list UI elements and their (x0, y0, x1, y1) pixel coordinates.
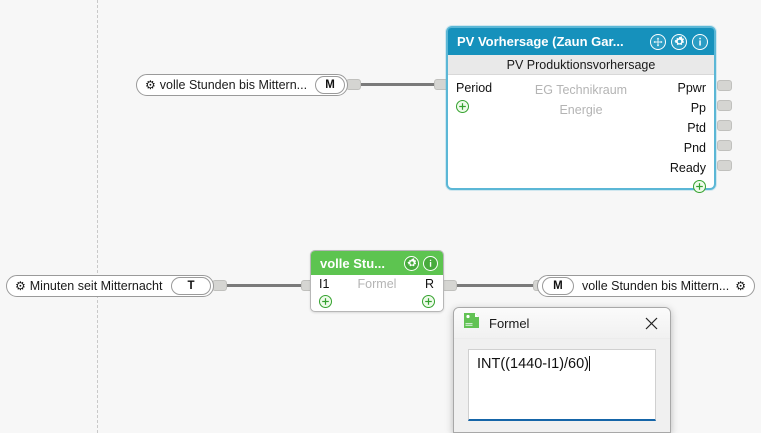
pill-volle-stunden-output[interactable]: M volle Stunden bis Mittern... ⚙ (537, 275, 755, 297)
node-center-text: EG Technikraum Energie (508, 80, 654, 120)
node-subtitle-pv: PV Produktionsvorhersage (448, 55, 714, 75)
node-center-line2: Energie (559, 103, 603, 117)
port-label-i1[interactable]: I1 (319, 277, 330, 291)
connection-wire-right (448, 284, 540, 287)
move-icon[interactable] (650, 33, 666, 50)
gear-icon[interactable]: ⚙ (735, 279, 746, 293)
pill-label-output: volle Stunden bis Mittern... (581, 279, 730, 293)
info-icon[interactable] (423, 255, 438, 271)
pill-label-minuten: Minuten seit Mitternacht (29, 279, 163, 293)
node-formel[interactable]: volle Stu... I1 Formel R (310, 250, 444, 312)
formula-value: INT((1440-I1)/60) (477, 356, 590, 372)
dialog-title: Formel (489, 315, 530, 331)
dialog-body: INT((1440-I1)/60) (454, 339, 670, 421)
alignment-guide-vertical (97, 0, 98, 433)
document-icon (463, 312, 480, 334)
gear-icon[interactable]: ⚙ (15, 279, 26, 293)
gear-icon[interactable] (404, 255, 419, 271)
add-input-plus-circle-icon[interactable] (456, 100, 469, 113)
output-stub-ppwr[interactable] (717, 80, 732, 91)
pill-port-m-source[interactable]: M (315, 76, 345, 94)
wire-stub-source-left[interactable] (212, 280, 227, 291)
add-output-plus-circle-icon[interactable] (693, 180, 706, 193)
node-pv-vorhersage[interactable]: PV Vorhersage (Zaun Gar... (446, 26, 716, 193)
gear-icon[interactable]: ⚙ (145, 78, 156, 92)
node-title-pv: PV Vorhersage (Zaun Gar... (457, 34, 624, 49)
formula-input[interactable]: INT((1440-I1)/60) (468, 349, 656, 421)
port-label-r[interactable]: R (424, 277, 434, 291)
port-label-pp[interactable]: Pp (690, 101, 706, 115)
dialog-formel[interactable]: Formel INT((1440-I1)/60) (453, 307, 671, 433)
close-icon[interactable] (636, 309, 666, 337)
add-output-plus-circle-icon-formel[interactable] (422, 295, 435, 308)
connection-wire-top (352, 83, 440, 86)
output-stub-ptd[interactable] (717, 120, 732, 131)
node-body-formel: I1 Formel R (311, 275, 443, 309)
connection-wire-left (218, 284, 308, 287)
node-label-formel: Formel (357, 277, 397, 291)
add-input-plus-circle-icon-formel[interactable] (319, 295, 332, 308)
port-label-ptd[interactable]: Ptd (687, 121, 706, 135)
output-stub-pnd[interactable] (717, 140, 732, 151)
pill-port-t[interactable]: T (171, 277, 211, 295)
port-label-period[interactable]: Period (456, 81, 493, 95)
port-label-ready[interactable]: Ready (669, 161, 706, 175)
port-label-ppwr[interactable]: Ppwr (677, 81, 706, 95)
pill-minuten-seit-mitternacht[interactable]: ⚙ Minuten seit Mitternacht T (6, 275, 214, 297)
output-stub-pp[interactable] (717, 100, 732, 111)
node-body-pv: Period EG Technikraum Energie Ppwr Pp Pt… (448, 75, 714, 193)
pill-port-m-output[interactable]: M (542, 277, 574, 295)
gear-icon[interactable] (671, 33, 687, 50)
node-header-formel[interactable]: volle Stu... (311, 251, 443, 275)
output-stub-ready[interactable] (717, 160, 732, 171)
node-title-formel: volle Stu... (320, 255, 386, 271)
node-header-pv[interactable]: PV Vorhersage (Zaun Gar... (448, 28, 714, 55)
dialog-titlebar[interactable]: Formel (454, 308, 670, 339)
wire-stub-source-top[interactable] (346, 79, 361, 90)
pill-volle-stunden-source[interactable]: ⚙ volle Stunden bis Mittern... M (136, 74, 348, 96)
info-icon[interactable] (692, 33, 708, 50)
text-caret (589, 356, 591, 371)
pill-label-source: volle Stunden bis Mittern... (159, 78, 308, 92)
port-label-pnd[interactable]: Pnd (683, 141, 706, 155)
wire-stub-source-right[interactable] (442, 280, 457, 291)
node-center-line1: EG Technikraum (534, 83, 628, 97)
